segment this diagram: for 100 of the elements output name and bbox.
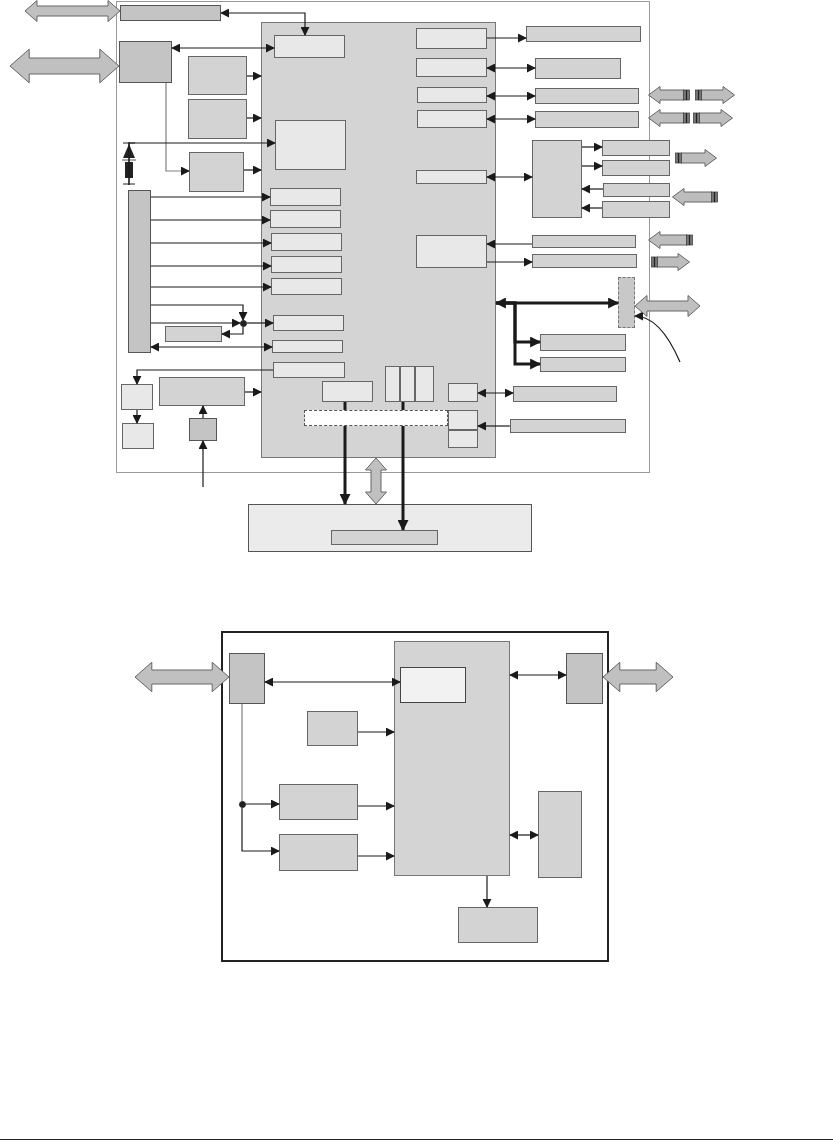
component-block (261, 22, 496, 458)
connector-arrow (128, 138, 276, 186)
connector-arrow (357, 851, 395, 861)
bus-arrow (24, 0, 121, 22)
plug-arrow-drawing (648, 109, 690, 127)
component-block (229, 653, 265, 704)
connector-arrow (198, 440, 208, 488)
component-block (602, 140, 670, 156)
component-block (540, 357, 626, 372)
connector-arrow (171, 43, 275, 53)
component-block (121, 384, 153, 410)
component-block (165, 326, 222, 342)
component-block (448, 383, 478, 402)
connector-arrow (150, 282, 272, 292)
component-block (159, 377, 245, 406)
connector-arrow (132, 369, 274, 385)
component-block (322, 381, 373, 402)
component-block (602, 201, 670, 218)
connector-arrow (241, 807, 280, 856)
component-block (116, 1, 650, 473)
component-block (189, 152, 244, 192)
connector-arrow (244, 387, 262, 397)
component-block (513, 386, 617, 402)
connector-arrow (509, 830, 539, 840)
connector-arrow (477, 421, 511, 431)
connector-arrow (477, 388, 514, 398)
component-block (307, 711, 358, 746)
component-block (400, 366, 415, 402)
component-block (304, 410, 448, 426)
plug-arrow-drawing (651, 253, 690, 271)
connector-arrow (486, 172, 533, 182)
component-block (394, 641, 510, 876)
component-block (602, 160, 670, 176)
plug-arrow-drawing (672, 188, 718, 206)
connector-arrow (581, 203, 603, 213)
component-block (532, 254, 637, 268)
connector-arrow (246, 318, 274, 328)
connector-arrow (482, 875, 492, 908)
component-block (566, 653, 603, 704)
connector-arrow (509, 670, 567, 680)
component-block (273, 362, 345, 378)
component-block (532, 140, 582, 218)
connector-arrow (397, 426, 409, 532)
component-block (448, 410, 478, 430)
connector-arrow (581, 184, 604, 194)
connector-arrow (220, 8, 310, 36)
component-block (458, 907, 538, 943)
component-block (416, 235, 487, 268)
plug-arrow-drawing (648, 86, 690, 104)
connector-arrow (581, 161, 603, 171)
component-block (540, 334, 626, 351)
connector-arrow (150, 318, 241, 328)
component-block (275, 120, 346, 170)
connector-arrow (198, 405, 208, 419)
component-block (385, 366, 400, 402)
connector-arrow (357, 801, 395, 811)
component-block (120, 5, 221, 21)
component-block (188, 99, 247, 139)
plug-arrow-drawing (693, 109, 733, 127)
component-block (271, 233, 342, 251)
connector-arrow (243, 165, 262, 175)
bus-arrow (602, 661, 674, 693)
component-block (603, 183, 670, 197)
leader-line (634, 312, 681, 363)
connector-arrow (165, 82, 190, 176)
component-block (279, 834, 358, 871)
connector-arrow (357, 727, 395, 737)
component-block (274, 35, 345, 58)
component-block (417, 87, 487, 103)
bus-arrow (365, 457, 387, 505)
connector-arrow (132, 409, 142, 424)
component-block (272, 340, 343, 353)
connector-arrow (486, 257, 533, 267)
component-block (416, 58, 487, 77)
component-block (400, 667, 466, 703)
component-block (448, 430, 478, 448)
connector-arrow (245, 799, 280, 809)
component-block (122, 423, 154, 449)
connector-arrow (150, 261, 272, 271)
connector-arrow (150, 342, 273, 352)
component-block (271, 256, 342, 273)
bus-arrow (9, 48, 120, 84)
bus-arrow (634, 295, 701, 317)
component-block (273, 315, 344, 331)
component-block (416, 170, 487, 184)
connector-arrow (486, 91, 536, 101)
component-block (535, 88, 639, 104)
component-block (188, 56, 247, 95)
component-block (271, 278, 342, 295)
component-block (331, 530, 438, 545)
component-block (270, 210, 341, 228)
component-block (526, 26, 641, 42)
connector-arrow (246, 113, 262, 123)
component-block (270, 188, 341, 206)
plug-arrow-drawing (648, 231, 693, 249)
component-block (535, 58, 621, 79)
connector-arrow (486, 33, 527, 43)
connector-arrow (486, 239, 533, 249)
component-block (510, 419, 626, 433)
component-block (415, 366, 434, 402)
